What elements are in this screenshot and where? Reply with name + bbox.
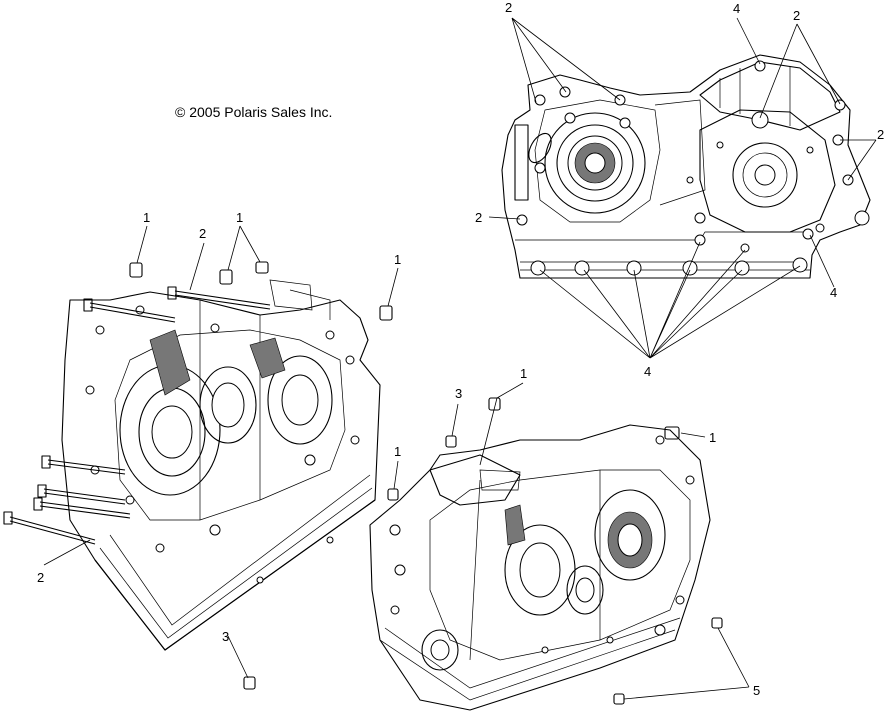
callout-label: 1 <box>709 430 716 445</box>
callout-label: 1 <box>520 366 527 381</box>
callout-label: 1 <box>143 210 150 225</box>
callout-label: 1 <box>394 444 401 459</box>
callout-label: 3 <box>222 629 229 644</box>
copyright-notice: © 2005 Polaris Sales Inc. <box>175 104 333 120</box>
callout-label: 2 <box>37 570 44 585</box>
callout-label: 4 <box>830 285 837 300</box>
dowel-pins-right <box>387 397 723 705</box>
leader-lines-bottom <box>393 382 750 700</box>
callout-label: 2 <box>505 0 512 15</box>
callout-label: 4 <box>733 1 740 16</box>
callout-label: 1 <box>236 210 243 225</box>
leader-lines-left <box>43 225 399 679</box>
leader-lines-top <box>488 17 877 359</box>
callout-label: 3 <box>455 386 462 401</box>
callout-label: 2 <box>877 127 884 142</box>
callout-label: 2 <box>475 210 482 225</box>
callout-label: 4 <box>644 364 651 379</box>
callout-label: 2 <box>199 226 206 241</box>
crankcase-left-half <box>3 261 393 690</box>
crankcase-side-view <box>501 54 871 279</box>
dowel-pins-left <box>129 261 393 690</box>
callout-label: 2 <box>793 8 800 23</box>
callout-label: 5 <box>753 683 760 698</box>
callout-label: 1 <box>394 252 401 267</box>
bolt-boss-group <box>516 60 870 276</box>
crankcase-right-half <box>369 397 723 711</box>
long-bolts <box>3 286 271 545</box>
callout-labels: 2 4 2 2 2 4 4 1 2 1 1 2 3 3 1 1 1 5 <box>37 0 884 698</box>
